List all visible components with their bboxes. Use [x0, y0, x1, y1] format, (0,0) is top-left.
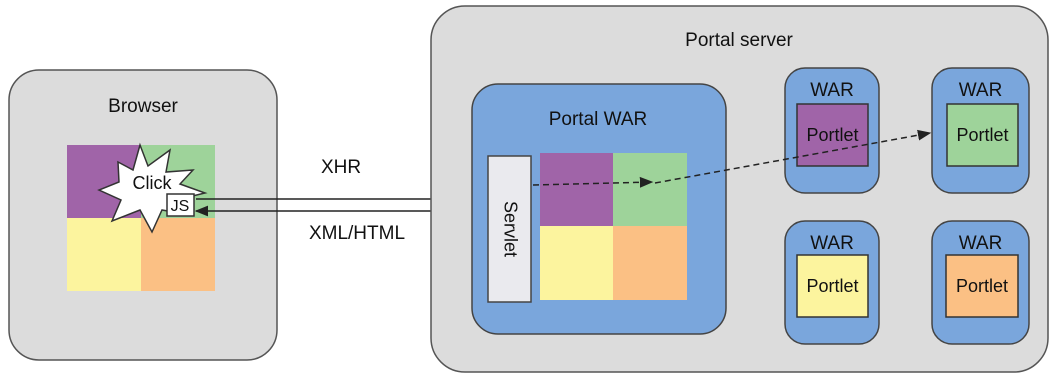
war-module: WAR Portlet [931, 67, 1030, 194]
portlet-box: Portlet [945, 254, 1019, 318]
js-badge: JS [166, 193, 195, 217]
portlet-to-portlet-arrow [654, 129, 932, 184]
portlet-label: Portlet [806, 276, 858, 296]
dispatch-arrows [532, 129, 932, 188]
browser-title: Browser [108, 96, 178, 117]
servlet-label: Servlet [500, 201, 520, 257]
click-label: Click [133, 173, 173, 193]
browser-box: Browser Click JS [8, 69, 278, 361]
war-module: WAR Portlet [931, 220, 1030, 345]
portlet-label: Portlet [956, 125, 1008, 145]
servlet-box: Servlet [487, 155, 532, 303]
war-label: WAR [959, 80, 1003, 101]
js-label: JS [171, 198, 190, 215]
portal-page-grid [540, 153, 687, 300]
portlet-box: Portlet [946, 103, 1019, 167]
war-module: WAR Portlet [784, 220, 880, 345]
portal-war-title: Portal WAR [549, 109, 648, 130]
portal-server-box: Portal server Portal WAR Servlet WAR Port… [430, 5, 1049, 373]
war-label: WAR [959, 233, 1003, 254]
portlet-box: Portlet [796, 254, 869, 318]
war-label: WAR [810, 233, 854, 254]
portlet-label: Portlet [806, 125, 858, 145]
war-module: WAR Portlet [784, 67, 880, 194]
portlet-label: Portlet [956, 276, 1008, 296]
xml-html-label: XML/HTML [309, 223, 405, 244]
war-label: WAR [810, 80, 854, 101]
portlet-box: Portlet [796, 103, 869, 167]
portal-server-title: Portal server [685, 30, 793, 51]
portal-war-box: Portal WAR Servlet [471, 83, 727, 335]
xhr-label: XHR [321, 157, 361, 178]
